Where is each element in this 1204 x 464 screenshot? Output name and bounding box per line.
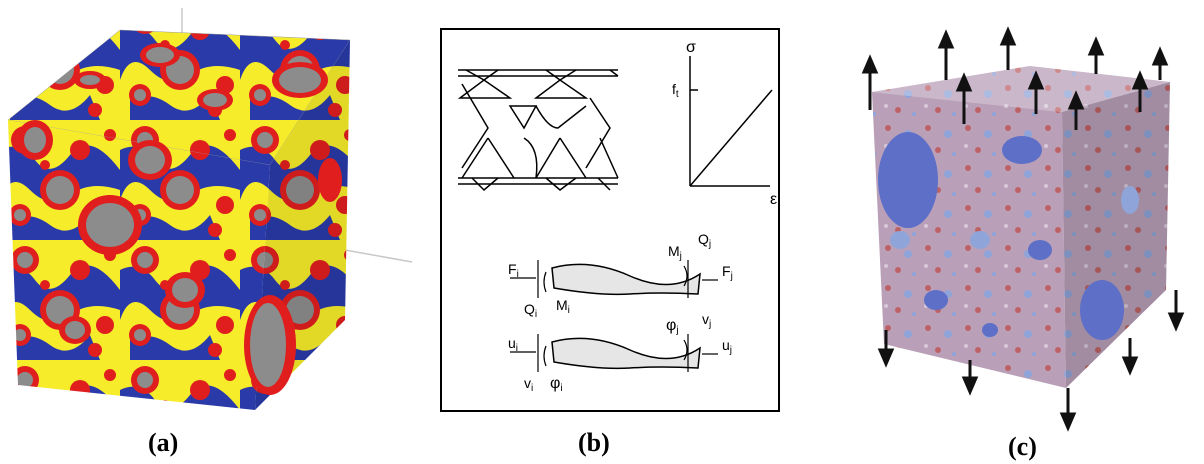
mesostructure-cube-panel (0, 0, 420, 420)
beam-forces-diagram: Fi Qi Mi Mj Qj Fj (508, 231, 733, 320)
cube-c-top-face (872, 66, 1170, 112)
tension-cube-panel (840, 0, 1204, 440)
disp-ui: ui (508, 335, 518, 354)
disp-vj: vj (702, 311, 711, 330)
beam-displacements-diagram: ui vi φi φj vj uj (508, 311, 732, 394)
shear-Qj: Qj (698, 231, 711, 250)
lattice-model-panel: σ ft ε Fi Qi Mi Mj Qj Fj (440, 28, 780, 412)
lattice-model-figure: σ ft ε Fi Qi Mi Mj Qj Fj (440, 28, 780, 412)
sigma-label: σ (686, 39, 696, 56)
epsilon-label: ε (770, 191, 777, 208)
caption-b: (b) (578, 428, 610, 457)
stress-strain-plot: σ ft ε (672, 39, 777, 208)
disp-vi: vi (524, 375, 533, 394)
mesostructure-cube-figure (7, 8, 413, 410)
force-Fj: Fj (722, 263, 733, 282)
linear-elastic-line (689, 89, 773, 187)
force-Fi: Fi (508, 261, 519, 280)
disp-uj: uj (722, 337, 732, 356)
ft-label: ft (672, 81, 679, 100)
rot-phij: φj (666, 317, 679, 336)
tension-arrows-bottom (877, 290, 1185, 432)
caption-c: (c) (1008, 432, 1037, 461)
moment-Mi: Mi (556, 297, 570, 316)
triangular-lattice (457, 69, 619, 192)
rot-phii: φi (550, 375, 563, 394)
moment-Mj: Mj (668, 243, 682, 262)
shear-Qi: Qi (524, 301, 537, 320)
tension-cube-figure (861, 26, 1185, 432)
caption-a: (a) (148, 428, 179, 457)
tension-arrows-top (861, 26, 1169, 130)
